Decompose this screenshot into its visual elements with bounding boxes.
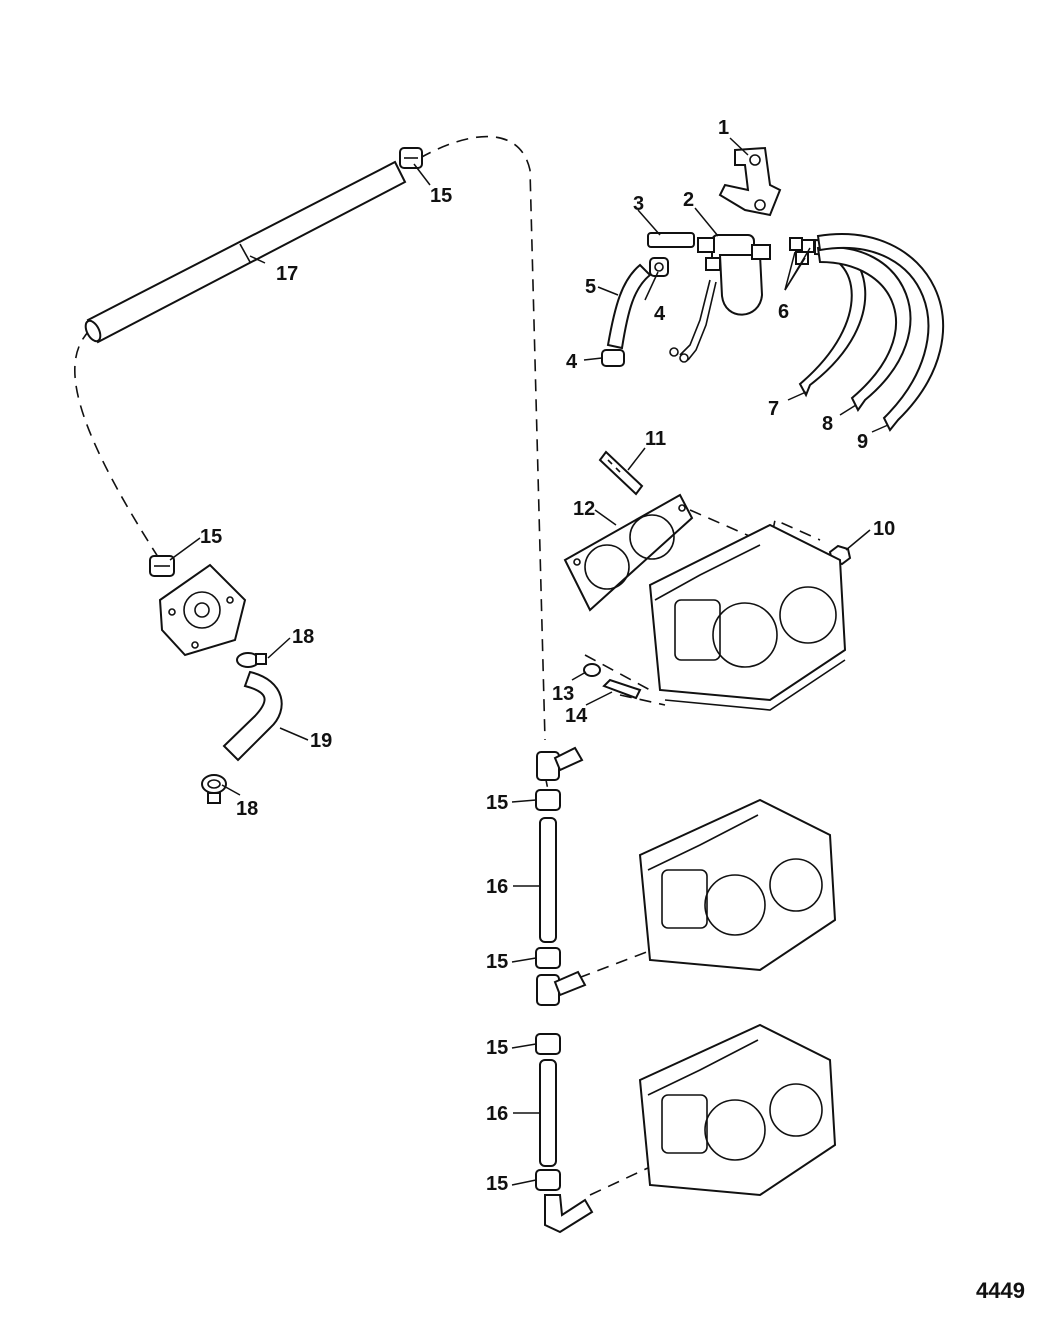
carburetor-top (648, 523, 847, 711)
figure-number: 4449 (976, 1278, 1025, 1303)
callout-4-lower: 4 (566, 351, 578, 373)
fitting-15-left (149, 555, 175, 577)
callout-15-c: 15 (486, 1037, 508, 1059)
callout-16-upper: 16 (486, 876, 508, 898)
callout-1: 1 (718, 117, 729, 139)
callout-11: 11 (645, 428, 666, 450)
callout-5: 5 (585, 276, 596, 298)
washer-13 (583, 663, 601, 677)
tee-fitting-top (536, 746, 584, 781)
callout-10: 10 (873, 518, 895, 540)
callout-16-lower: 16 (486, 1103, 508, 1125)
callout-17: 17 (276, 263, 298, 285)
callout-9: 9 (857, 431, 868, 453)
hose-9 (816, 233, 945, 432)
callout-4-upper: 4 (654, 303, 666, 325)
fitting-15-c (535, 1033, 561, 1055)
callout-18-lower: 18 (236, 798, 258, 820)
callout-3: 3 (633, 193, 644, 215)
tee-fitting-middle (536, 970, 587, 1006)
callout-19: 19 (310, 730, 332, 752)
connectors-6 (784, 237, 815, 291)
callout-12: 12 (573, 498, 595, 520)
fitting-15-a (535, 789, 561, 811)
fitting-15-b (535, 947, 561, 969)
carburetor-middle (638, 798, 837, 972)
callout-6: 6 (778, 301, 789, 323)
bracket-1 (718, 146, 782, 217)
carburetor-bottom (638, 1023, 837, 1197)
callout-labels: 1 2 3 4 4 5 6 7 8 9 10 11 12 13 14 15 15… (200, 117, 895, 1195)
callout-2: 2 (683, 189, 694, 211)
hose-19 (222, 670, 283, 762)
hose-16-lower (539, 1059, 557, 1167)
callout-15-left: 15 (200, 526, 222, 548)
fuel-hose-long (84, 160, 407, 344)
hose-8 (816, 246, 912, 412)
sleeve-3 (647, 232, 695, 248)
clamp-18-upper (236, 652, 267, 668)
callout-7: 7 (768, 398, 779, 420)
callout-15-top: 15 (430, 185, 452, 207)
hose-5 (606, 263, 652, 350)
fuel-filter-2 (669, 234, 771, 363)
callout-15-d: 15 (486, 1173, 508, 1195)
callout-13: 13 (552, 683, 574, 705)
elbow-fitting-bottom (544, 1194, 594, 1234)
callout-14: 14 (565, 705, 588, 727)
clamp-4-lower (601, 349, 625, 367)
fitting-15-top (399, 147, 423, 169)
hose-16-upper (539, 817, 557, 943)
callout-18-upper: 18 (292, 626, 314, 648)
gasket-12 (563, 493, 694, 612)
callout-15-a: 15 (486, 792, 508, 814)
leader-lines (169, 137, 889, 1186)
fitting-15-d (535, 1169, 561, 1191)
fuel-pump (158, 563, 247, 657)
clamp-4-upper (649, 257, 669, 277)
callout-15-b: 15 (486, 951, 508, 973)
clamp-18-lower (201, 774, 227, 804)
callout-8: 8 (822, 413, 833, 435)
screw-14 (602, 678, 642, 700)
stud-11 (598, 450, 644, 496)
